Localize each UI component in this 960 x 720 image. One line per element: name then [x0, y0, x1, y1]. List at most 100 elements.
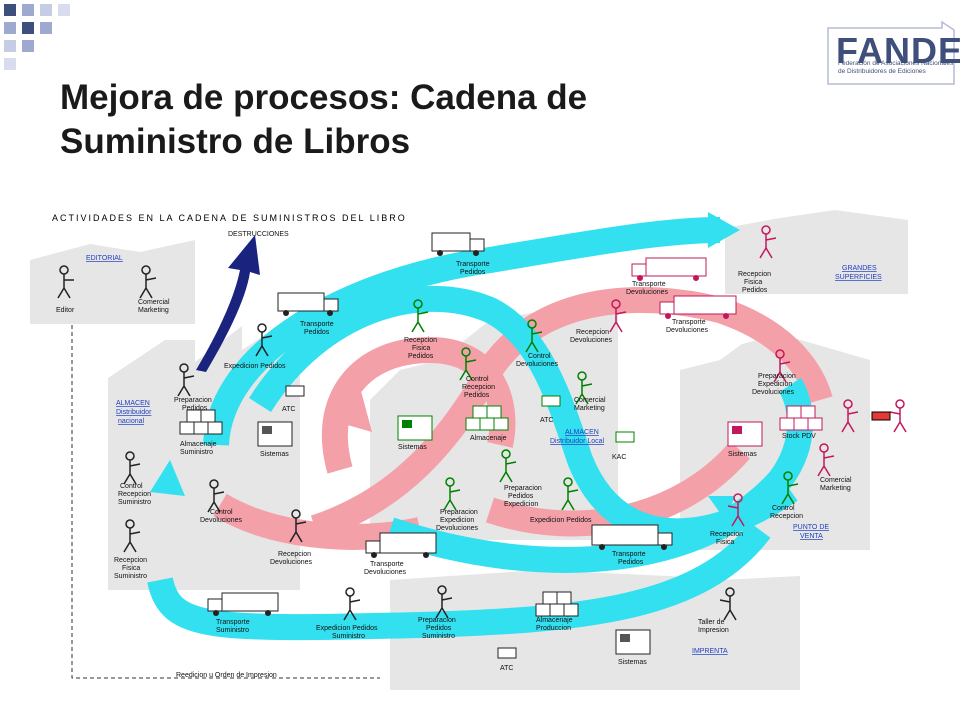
node-label: Recepcion — [738, 271, 771, 278]
destruction-arrow — [196, 235, 260, 372]
boxes-icon — [465, 405, 509, 431]
node-label: Devoluciones — [516, 361, 559, 368]
logo-frame-icon — [827, 20, 955, 85]
node-label: Recepcion — [114, 557, 147, 564]
corner-square — [40, 22, 52, 34]
computer-icon — [397, 415, 433, 441]
computer-icon — [727, 421, 763, 447]
boxes-icon — [535, 591, 579, 617]
node-label: Expedicion — [504, 501, 538, 508]
corner-square — [4, 40, 16, 52]
zone-label: Distribuidor — [116, 409, 152, 416]
node-label: Preparacion — [758, 373, 796, 380]
node-label: Sistemas — [728, 451, 757, 458]
page-title: Mejora de procesos: Cadena de Suministro… — [60, 76, 760, 164]
node-label: Control — [466, 376, 489, 383]
truck-icon — [591, 524, 673, 550]
phone-icon — [541, 395, 561, 407]
node-label: Devoluciones — [752, 389, 795, 396]
truck-icon — [631, 257, 707, 281]
node-label: Stock PDV — [782, 433, 816, 440]
node-labels: Editor Comercial Marketing Transporte Pe… — [56, 261, 852, 672]
corner-square — [58, 4, 70, 16]
node-label: ATC — [282, 406, 295, 413]
node-label: Suministro — [422, 633, 455, 640]
node-label: Transporte — [300, 321, 334, 328]
node-label: Devoluciones — [626, 289, 669, 296]
node-label: Pedidos — [508, 493, 534, 500]
node-label: Sistemas — [398, 444, 427, 451]
node-label: Produccion — [536, 625, 571, 632]
reedicion-label: Reedicion u Orden de Impresion — [176, 672, 277, 679]
node-label: Expedicion — [440, 517, 474, 524]
node-label: Recepcion — [462, 384, 495, 391]
node-label: Marketing — [138, 307, 169, 314]
node-label: Control — [528, 353, 551, 360]
truck-icon — [207, 592, 279, 616]
node-label: KAC — [612, 454, 626, 461]
node-label: Devoluciones — [200, 517, 243, 524]
node-label: Devoluciones — [570, 337, 613, 344]
node-label: Expedicion — [758, 381, 792, 388]
node-label: Transporte — [370, 561, 404, 568]
logo-wordmark: FANDE — [836, 30, 960, 71]
logo-subtitle-line: Federación de Asociaciones Nacionales — [838, 60, 954, 67]
node-label: Pedidos — [426, 625, 452, 632]
node-label: Pedidos — [304, 329, 330, 336]
node-label: Marketing — [820, 485, 851, 492]
node-label: Suministro — [332, 633, 365, 640]
node-label: Preparacion — [440, 509, 478, 516]
zone-editorial — [30, 240, 195, 324]
node-label: Control — [210, 509, 233, 516]
computer-icon — [615, 629, 651, 655]
node-label: Pedidos — [408, 353, 434, 360]
corner-square — [4, 22, 16, 34]
node-label: Transporte — [632, 281, 666, 288]
title-line: Mejora de procesos: Cadena de — [60, 78, 588, 117]
zone-label: SUPERFICIES — [835, 274, 882, 281]
node-label: Comercial — [138, 299, 170, 306]
node-label: Devoluciones — [364, 569, 407, 576]
computer-icon — [257, 421, 293, 447]
corner-square — [4, 58, 16, 70]
truck-icon — [277, 292, 339, 316]
node-label: Fisica — [412, 345, 430, 352]
node-label: Devoluciones — [436, 525, 479, 532]
destrucciones-label: DESTRUCCIONES — [228, 231, 289, 238]
node-label: Expedicion Pedidos — [530, 517, 592, 524]
node-label: Transporte — [672, 319, 706, 326]
node-label: Devoluciones — [666, 327, 709, 334]
corner-square — [22, 4, 34, 16]
node-label: Sistemas — [260, 451, 289, 458]
node-label: ATC — [500, 665, 513, 672]
logo-subtitle: Federación de Asociaciones Nacionales de… — [838, 60, 958, 76]
node-label: Suministro — [114, 573, 147, 580]
node-label: Comercial — [820, 477, 852, 484]
boxes-icon — [779, 405, 823, 431]
corner-square — [4, 4, 16, 16]
zone-label: nacional — [118, 418, 145, 425]
supply-chain-diagram: ACTIVIDADES EN LA CADENA DE SUMINISTROS … — [30, 210, 908, 690]
phone-icon — [497, 647, 517, 659]
node-label: Suministro — [118, 499, 151, 506]
node-label: Recepcion — [278, 551, 311, 558]
zone-imprenta — [390, 570, 800, 690]
corner-square — [40, 4, 52, 16]
node-label: Marketing — [574, 405, 605, 412]
node-label: Pedidos — [618, 559, 644, 566]
node-label: Taller de — [698, 619, 725, 626]
node-label: Recepcion — [710, 531, 743, 538]
node-label: Control — [772, 505, 795, 512]
node-label: Preparacion — [174, 397, 212, 404]
node-label: Pedidos — [182, 405, 208, 412]
logo-subtitle-line: de Distribuidores de Ediciones — [838, 68, 926, 75]
node-label: Recepcion — [576, 329, 609, 336]
truck-icon — [431, 232, 485, 256]
node-label: Pedidos — [460, 269, 486, 276]
diagram-header: ACTIVIDADES EN LA CADENA DE SUMINISTROS … — [52, 213, 407, 223]
corner-square — [22, 40, 34, 52]
zone-label: EDITORIAL — [86, 255, 123, 262]
node-label: Almacenaje — [470, 435, 507, 442]
zone-label: VENTA — [800, 533, 823, 540]
node-label: Devoluciones — [270, 559, 313, 566]
